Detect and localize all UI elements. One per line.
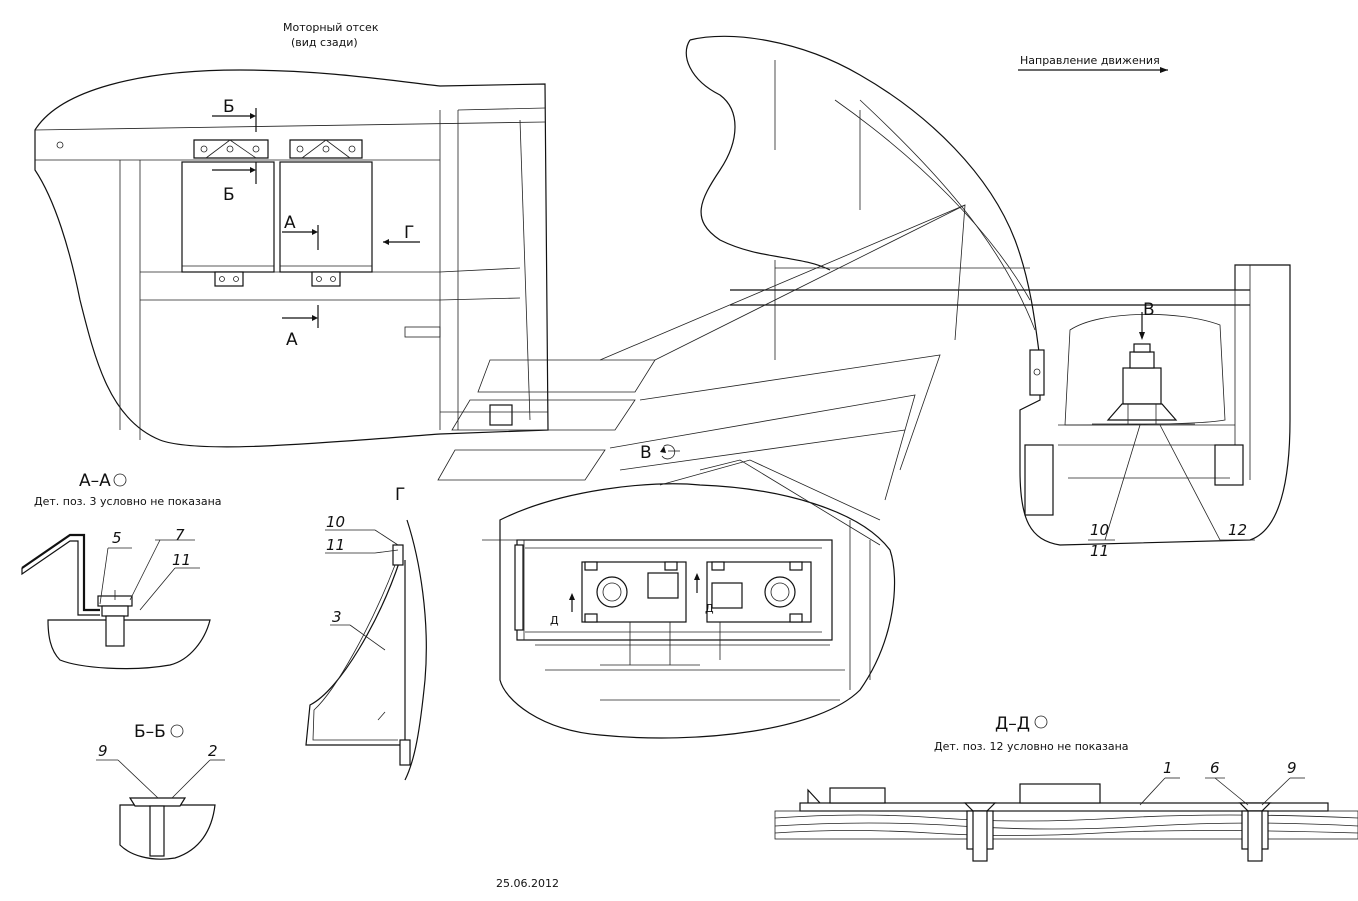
section-dd-title: Д–Д [995, 714, 1030, 734]
position-7: 7 [175, 526, 185, 544]
marker-d-right: Д [705, 602, 714, 615]
position-9-dd: 9 [1287, 759, 1297, 777]
section-aa-title: А–А [79, 471, 111, 491]
engine-compartment-view: Б Б А А Г Моторный отсек (вид сзади) [34, 21, 549, 448]
marker-a-top: А [284, 213, 296, 233]
position-12: 12 [1228, 521, 1247, 539]
position-11-aa: 11 [172, 551, 191, 569]
position-3: 3 [332, 608, 342, 626]
marker-b-top: Б [223, 97, 235, 117]
position-11-right: 11 [1090, 542, 1109, 560]
section-bb: Б–Б 9 2 [96, 722, 225, 860]
section-dd-note: Дет. поз. 12 условно не показана [934, 740, 1129, 753]
marker-v-top: В [1143, 300, 1155, 320]
section-aa-note: Дет. поз. 3 условно не показана [34, 495, 222, 508]
marker-g: Г [404, 223, 414, 243]
marker-a-bottom: А [286, 330, 298, 350]
position-10-g: 10 [326, 513, 345, 531]
battery-tray-view: Д Д В [437, 204, 966, 739]
view-g-title: Г [395, 485, 405, 505]
section-bb-title: Б–Б [134, 722, 166, 742]
marker-v-middle: В [640, 443, 652, 463]
position-11-g: 11 [326, 536, 345, 554]
frame-view: В Направление движения 10 11 12 [685, 35, 1291, 560]
position-6: 6 [1210, 759, 1220, 777]
section-dd: Д–Д Дет. поз. 12 условно не показана 1 6… [774, 714, 1358, 862]
position-1: 1 [1163, 759, 1173, 777]
position-10-right: 10 [1090, 521, 1109, 539]
marker-b-bottom: Б [223, 185, 235, 205]
position-9-bb: 9 [98, 742, 108, 760]
marker-d-left: Д [550, 614, 559, 627]
position-5: 5 [112, 529, 122, 547]
view-g: Г 10 11 3 [305, 485, 427, 781]
engine-compartment-subtitle: (вид сзади) [291, 36, 358, 49]
section-aa: А–А Дет. поз. 3 условно не показана 5 7 … [21, 471, 222, 670]
position-2: 2 [208, 742, 218, 760]
drawing-date: 25.06.2012 [496, 877, 559, 890]
engine-compartment-title: Моторный отсек [283, 21, 379, 34]
direction-label: Направление движения [1020, 54, 1160, 67]
